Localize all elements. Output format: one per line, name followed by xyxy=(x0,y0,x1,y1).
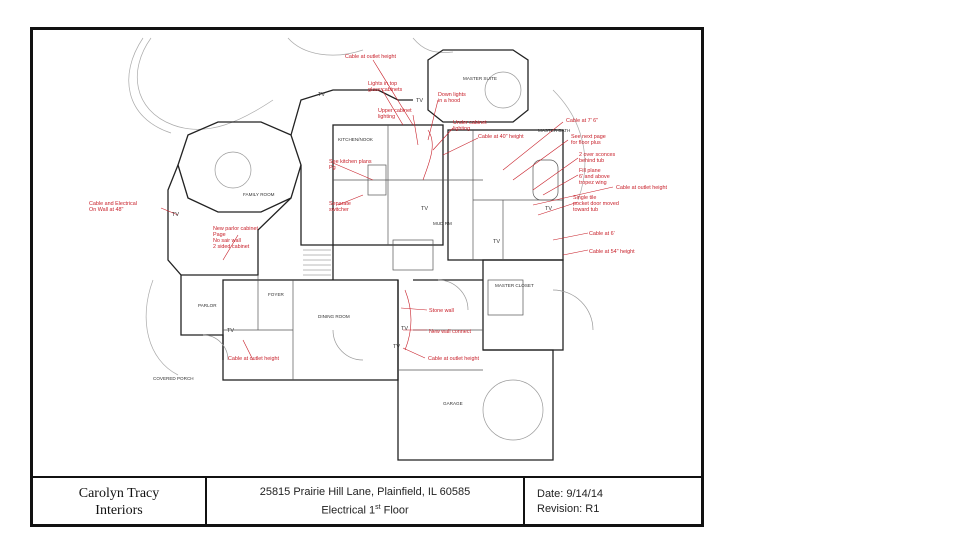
drawing-title: Electrical 1st Floor xyxy=(321,500,408,519)
electrical-notes: Cable at outlet height Lights in top gla… xyxy=(89,54,667,362)
note: Down lights xyxy=(438,92,466,98)
note: 2 over sconces xyxy=(579,152,616,158)
drawing-title-suffix: Floor xyxy=(380,504,409,517)
note: Pg xyxy=(329,165,336,171)
room-label-foyer: FOYER xyxy=(268,292,285,297)
room-label-kitchen: KITCHEN/NOOK xyxy=(338,137,374,142)
tv-marker: TV xyxy=(545,206,552,212)
drawing-sheet: TV TV TV TV TV TV TV TV TV MASTER SUITE … xyxy=(30,27,704,527)
room-label-mud-rm: MUD RM xyxy=(433,221,452,226)
note: behind tub xyxy=(579,158,604,164)
meta-cell: Date: 9/14/14 Revision: R1 xyxy=(525,478,701,526)
note: Cable at 6' xyxy=(589,231,615,237)
note: See kitchen plans xyxy=(329,159,372,165)
note: Cable at outlet height xyxy=(345,54,396,60)
drawing-date: Date: 9/14/14 xyxy=(537,488,604,500)
note: New parlor cabinet xyxy=(213,226,258,232)
room-label-master-closet: MASTER CLOSET xyxy=(495,283,534,288)
note: Cable at 54" height xyxy=(589,249,635,255)
note: for floor plus xyxy=(571,140,601,146)
note: tropez wing xyxy=(579,180,607,186)
note: Page xyxy=(213,232,226,238)
note: No sair wall xyxy=(213,238,241,244)
drawing-title-sup: st xyxy=(375,504,381,512)
floor-plan: TV TV TV TV TV TV TV TV TV MASTER SUITE … xyxy=(89,37,667,461)
note: Cable at outlet height xyxy=(428,356,479,362)
tv-marker: TV xyxy=(227,328,234,334)
room-label-master-bath: MASTER BATH xyxy=(538,128,570,133)
note: Cable and Electrical xyxy=(89,201,137,207)
company-name-line2: Interiors xyxy=(95,503,143,518)
note: 2 sided cabinet xyxy=(213,244,250,250)
electrical-leaders xyxy=(160,59,614,361)
note: On Wall at 48" xyxy=(89,207,123,213)
drawing-title-prefix: Electrical 1 xyxy=(321,504,376,517)
room-labels: MASTER SUITE MASTER BATH KITCHEN/NOOK FA… xyxy=(153,76,570,406)
project-address: 25815 Prairie Hill Lane, Plainfield, IL … xyxy=(259,486,471,499)
room-label-covered-porch: COVERED PORCH xyxy=(153,376,194,381)
tv-marker: TV xyxy=(318,92,325,98)
tv-marker: TV xyxy=(421,206,428,212)
note: Upper cabinet xyxy=(378,108,412,114)
note: pocket door moved xyxy=(573,201,619,207)
note: Lights in top xyxy=(368,81,397,87)
note: Fill plane xyxy=(579,168,601,174)
tv-marker: TV xyxy=(493,239,500,245)
note: glass cabinets xyxy=(368,87,402,93)
note: Under cabinet xyxy=(453,120,487,126)
title-block: Carolyn Tracy Interiors 25815 Prairie Hi… xyxy=(33,476,701,526)
note: lighting xyxy=(378,114,395,120)
drawing-revision: Revision: R1 xyxy=(537,503,600,515)
room-label-garage: GARAGE xyxy=(443,401,463,406)
note: toward tub xyxy=(573,207,598,213)
note: Cable at outlet height xyxy=(616,185,667,191)
tv-marker: TV xyxy=(401,326,408,332)
note: Separate xyxy=(329,201,351,207)
tv-markers: TV TV TV TV TV TV TV TV TV xyxy=(172,92,552,350)
note: Cable at outlet height xyxy=(228,356,279,362)
note: lighting xyxy=(453,126,470,132)
note: Cable at 40" height xyxy=(478,134,524,140)
note: in a hood xyxy=(438,98,460,104)
room-label-parlor: PARLOR xyxy=(198,303,217,308)
company-name-line1: Carolyn Tracy xyxy=(78,486,160,501)
note: 6' and above xyxy=(579,174,610,180)
project-cell: 25815 Prairie Hill Lane, Plainfield, IL … xyxy=(207,478,525,526)
company-cell: Carolyn Tracy Interiors xyxy=(33,478,207,526)
house-outline xyxy=(167,49,564,461)
tv-marker: TV xyxy=(172,212,179,218)
room-label-family-room: FAMILY ROOM xyxy=(243,192,275,197)
room-label-dining-room: DINING ROOM xyxy=(318,314,350,319)
tv-marker: TV xyxy=(416,98,423,104)
note: switcher xyxy=(329,207,349,213)
note: Cable at 7' 6" xyxy=(566,118,598,124)
note: Stone wall xyxy=(429,308,454,314)
note: Single tile xyxy=(573,195,596,201)
room-label-master-suite: MASTER SUITE xyxy=(463,76,497,81)
note: New wall connect xyxy=(429,329,471,335)
site-curves xyxy=(128,37,586,376)
note: See next page xyxy=(571,134,606,140)
interior-walls xyxy=(202,71,594,441)
tv-marker: TV xyxy=(393,344,400,350)
